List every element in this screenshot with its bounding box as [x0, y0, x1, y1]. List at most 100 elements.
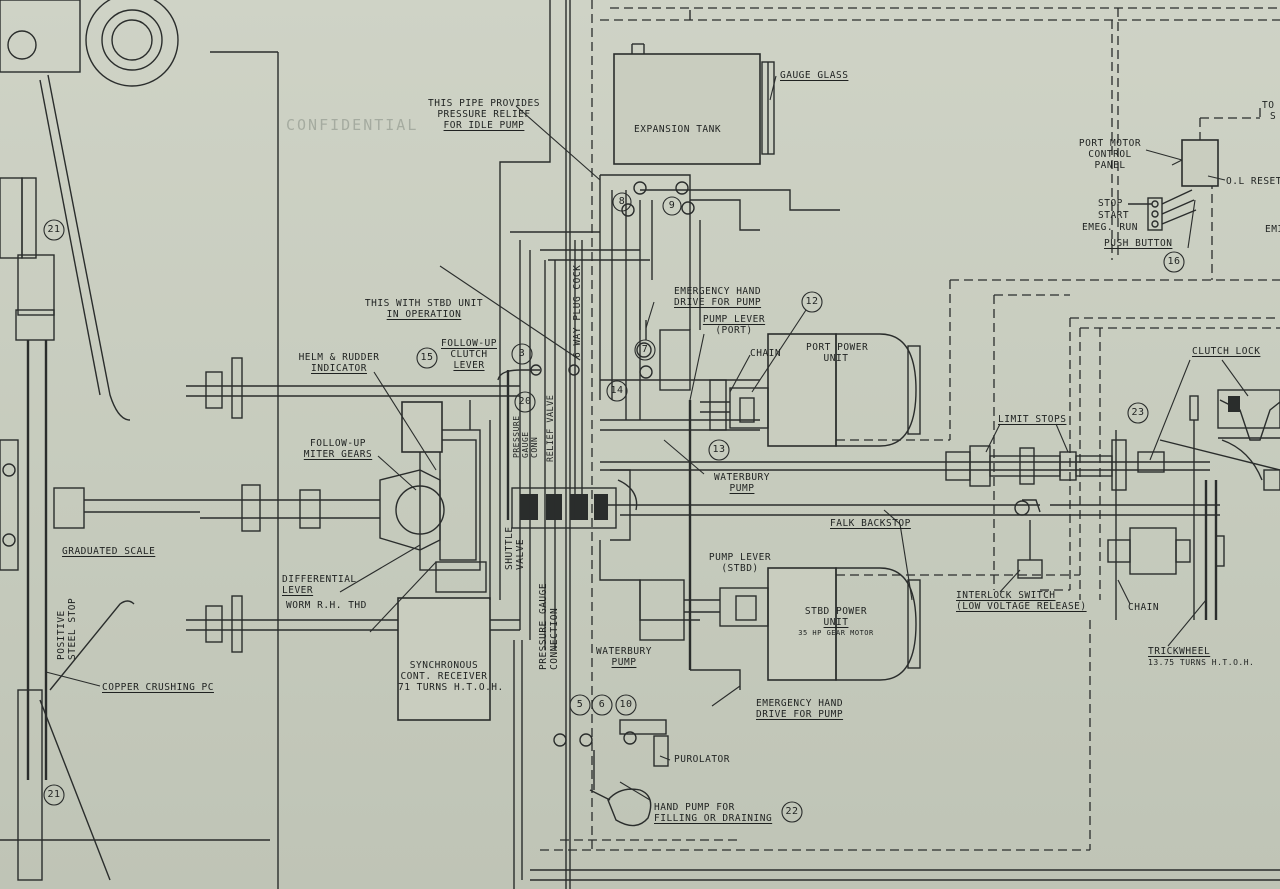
callout-16: 16 — [1167, 256, 1181, 267]
stbd-power-unit-label: STBD POWER UNIT 35 HP GEAR MOTOR — [798, 606, 874, 639]
waterbury-pump-top-label: WATERBURY PUMP — [704, 472, 780, 494]
clutch-lock — [1159, 389, 1280, 471]
panel-line-2: CONTROL — [1088, 149, 1132, 160]
trickwheel-line-1: TRICKWHEEL — [1148, 646, 1211, 657]
expansion-tank-label: EXPANSION TANK — [634, 124, 722, 135]
port-power-unit — [636, 329, 921, 447]
waterbury-bottom-line-1: WATERBURY — [596, 646, 652, 657]
follow-up-miter-label: FOLLOW-UP MITER GEARS — [298, 438, 378, 460]
callout-20: 20 — [518, 396, 532, 407]
purolator-label: PUROLATOR — [674, 754, 730, 765]
callout-6: 6 — [598, 699, 606, 710]
synch-line-3: 71 TURNS H.T.O.H. — [398, 682, 504, 693]
relief-valve-label: RELIEF VALVE — [546, 394, 556, 462]
falk-backstop-label: FALK BACKSTOP — [830, 518, 911, 529]
panel-line-3: PANEL — [1094, 160, 1126, 171]
left-mechanism — [0, 0, 279, 889]
pg-conn-line-1: PRESSURE GAUGE — [538, 582, 549, 670]
limit-stops — [945, 395, 1199, 620]
worm-label: WORM R.H. THD — [286, 600, 367, 611]
pressure-gauge-line-1: PRESSURE — [512, 415, 521, 458]
stbd-note-line-2: IN OPERATION — [386, 309, 462, 320]
shuttle-line-2: VALVE — [515, 538, 526, 570]
follow-up-clutch-label: FOLLOW-UP CLUTCH LEVER — [438, 338, 500, 371]
to-s-label: S — [1270, 111, 1277, 122]
waterbury-bottom-line-2: PUMP — [611, 657, 637, 668]
clutch-line-1: FOLLOW-UP — [441, 338, 497, 349]
shuttle-line-1: SHUTTLE — [504, 526, 515, 570]
pump-lever-stbd-label: PUMP LEVER (STBD) — [704, 552, 776, 574]
six-way-plug-cock-label: 6 WAY PLUG COCK — [572, 264, 583, 358]
pressure-gauge-label: PRESSURE GAUGE CONN — [512, 415, 539, 458]
pump-lever-port-label: PUMP LEVER (PORT) — [702, 314, 766, 336]
clutch-line-3: LEVER — [453, 360, 485, 371]
trickwheel — [1107, 439, 1280, 620]
synch-line-2: CONT. RECEIVER — [400, 671, 488, 682]
interlock-line-1: INTERLOCK SWITCH — [956, 590, 1056, 601]
emi-label: EMI — [1265, 224, 1280, 235]
confidential-stamp: CONFIDENTIAL — [286, 116, 419, 134]
push-button-label: PUSH BUTTON — [1104, 238, 1173, 249]
pipe-relief-line-3: FOR IDLE PUMP — [443, 120, 525, 131]
limit-stops-label: LIMIT STOPS — [998, 414, 1067, 425]
differential-line-1: DIFFERENTIAL — [282, 574, 357, 585]
waterbury-top-line-2: PUMP — [729, 483, 755, 494]
port-unit-line-2: UNIT — [823, 353, 849, 364]
callout-7: 7 — [641, 344, 649, 355]
pressure-gauge-conn-label: PRESSURE GAUGE CONNECTION — [538, 583, 560, 670]
clutch-lock-label: CLUTCH LOCK — [1192, 346, 1261, 357]
differential-lever-label: DIFFERENTIAL LEVER — [282, 574, 357, 596]
panel-line-1: PORT MOTOR — [1078, 138, 1142, 149]
synchronous-label: SYNCHRONOUS CONT. RECEIVER 71 TURNS H.T.… — [398, 660, 504, 693]
stbd-note-line-1: THIS WITH STBD UNIT — [364, 298, 484, 309]
interlock-switch-label: INTERLOCK SWITCH (LOW VOLTAGE RELEASE) — [956, 590, 1087, 612]
port-unit-line-1: PORT POWER — [806, 342, 869, 353]
this-with-stbd-label: THIS WITH STBD UNIT IN OPERATION — [356, 298, 492, 320]
graduated-scale-label: GRADUATED SCALE — [62, 546, 156, 557]
leader-lines — [45, 75, 1249, 801]
emergency-bottom-line-1: EMERGENCY HAND — [756, 698, 844, 709]
pipe-relief-label: THIS PIPE PROVIDES PRESSURE RELIEF FOR I… — [428, 98, 540, 131]
callout-23: 23 — [1131, 407, 1145, 418]
pump-lever-stbd-line-1: PUMP LEVER — [708, 552, 772, 563]
ol-reset-label: O.L RESET — [1226, 176, 1280, 187]
pump-lever-port-line-1: PUMP LEVER — [702, 314, 766, 325]
synch-line-1: SYNCHRONOUS — [409, 660, 479, 671]
pipe-relief-line-2: PRESSURE RELIEF — [437, 109, 531, 120]
clutch-line-2: CLUTCH — [450, 349, 488, 360]
emergency-hand-bottom-label: EMERGENCY HAND DRIVE FOR PUMP — [756, 698, 843, 720]
control-panel — [1128, 139, 1219, 231]
trickwheel-label: TRICKWHEEL 13.75 TURNS H.T.O.H. — [1148, 646, 1254, 668]
pipe-relief-line-1: THIS PIPE PROVIDES — [428, 98, 540, 109]
emergency-top-line-1: EMERGENCY HAND — [674, 286, 762, 297]
shuttle-valve-label: SHUTTLE VALVE — [504, 526, 526, 570]
start-label: START — [1098, 210, 1130, 221]
miter-line-1: FOLLOW-UP — [310, 438, 366, 449]
waterbury-top-line-1: WATERBURY — [714, 472, 770, 483]
helm-line-2: INDICATOR — [311, 363, 367, 374]
stbd-power-unit — [639, 567, 921, 681]
callout-9: 9 — [668, 200, 676, 211]
emeg-run-label: EMEG. RUN — [1082, 222, 1138, 233]
hand-pump-line-1: HAND PUMP FOR — [654, 802, 735, 813]
miter-gear-assembly — [379, 400, 491, 721]
trickwheel-line-2: 13.75 TURNS H.T.O.H. — [1148, 658, 1255, 667]
interlock-line-2: (LOW VOLTAGE RELEASE) — [956, 601, 1087, 612]
callout-5: 5 — [576, 699, 584, 710]
shafts — [186, 357, 1220, 653]
helm-line-1: HELM & RUDDER — [298, 352, 380, 363]
boundary-lines — [499, 0, 1280, 889]
pressure-gauge-line-2: GAUGE — [521, 431, 530, 458]
chain-bottom-label: CHAIN — [1128, 602, 1160, 613]
callout-22: 22 — [785, 806, 799, 817]
port-power-unit-label: PORT POWER UNIT — [806, 342, 869, 364]
positive-stop-label: POSITIVE STEEL STOP — [56, 598, 78, 660]
waterbury-pump-bottom-label: WATERBURY PUMP — [590, 646, 658, 668]
stbd-unit-line-2: UNIT — [823, 617, 849, 628]
hand-pump-label: HAND PUMP FOR FILLING OR DRAINING — [654, 802, 772, 824]
stop-label: STOP — [1098, 198, 1123, 209]
hand-pump-line-2: FILLING OR DRAINING — [654, 813, 773, 824]
stbd-unit-line-1: STBD POWER — [804, 606, 868, 617]
